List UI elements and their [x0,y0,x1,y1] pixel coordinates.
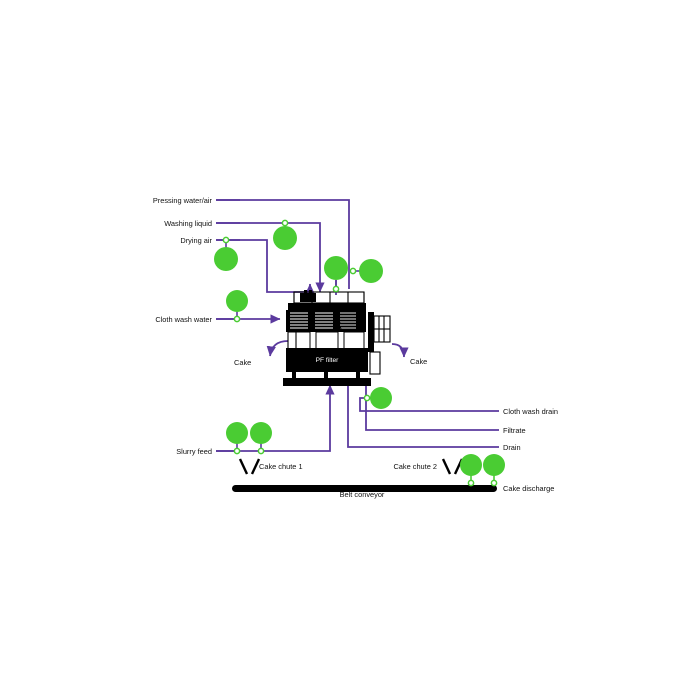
label-drain: Drain [503,443,521,452]
machine-base [283,378,371,386]
label-belt-conveyor: Belt conveyor [340,490,385,499]
label-slurry-feed: Slurry feed [176,447,212,456]
pipe-pressing-water-air [216,199,350,289]
label-cake-right: Cake [410,357,427,366]
valve-slurry-1[interactable] [226,422,248,455]
label-washing-liquid: Washing liquid [164,219,212,228]
machine-right-assembly [368,312,391,375]
label-cake-chute-2: Cake chute 2 [393,462,437,471]
pipe-drain [347,385,499,448]
machine-left-discharge [287,332,297,350]
label-cake-discharge: Cake discharge [503,484,554,493]
label-cake-left: Cake [234,358,251,367]
label-drying-air: Drying air [180,236,212,245]
valve-cloth-wash-water[interactable] [226,290,248,323]
pipe-slurry-feed [216,384,335,452]
valve-assemblies [214,219,505,487]
label-cloth-wash-drain: Cloth wash drain [503,407,558,416]
output-labels: Cloth wash drain Filtrate Drain Cake dis… [503,407,558,493]
valve-drying-air[interactable] [214,236,238,271]
valve-cloth-wash-drain[interactable] [363,387,392,409]
valve-slurry-2[interactable] [250,422,272,455]
valve-discharge-2[interactable] [483,454,505,487]
cake-chute-2-shape [441,458,464,475]
cake-chutes [238,458,464,475]
machine-lower-body [286,348,368,372]
filter-plate-pack [286,310,366,332]
pipe-cake-right-arrow [391,343,409,358]
machine-detail-hatching [335,311,343,331]
valve-discharge-1[interactable] [460,454,482,487]
machine-window-gaps [287,331,365,351]
valve-top-left[interactable] [324,256,348,293]
label-cloth-wash-water: Cloth wash water [155,315,212,324]
label-cake-chute-1: Cake chute 1 [259,462,303,471]
pipe-cake-left-arrow [266,340,289,357]
pipe-washing-liquid [216,222,325,293]
annotation-labels: Cake Cake Cake chute 1 Cake chute 2 Belt… [234,357,437,499]
input-labels: Pressing water/air Washing liquid Drying… [153,196,213,456]
machine-legs [292,370,360,380]
pf-filter-machine: PF filter [283,290,391,386]
valve-washing-liquid[interactable] [273,219,297,250]
machine-top-box [300,290,316,302]
label-filtrate: Filtrate [503,426,526,435]
belt-conveyor-bar [232,485,497,492]
machine-name-label: PF filter [316,357,340,364]
label-pressing-water-air: Pressing water/air [153,196,213,205]
cake-chute-1-shape [238,458,261,475]
valve-top-right[interactable] [349,259,383,283]
